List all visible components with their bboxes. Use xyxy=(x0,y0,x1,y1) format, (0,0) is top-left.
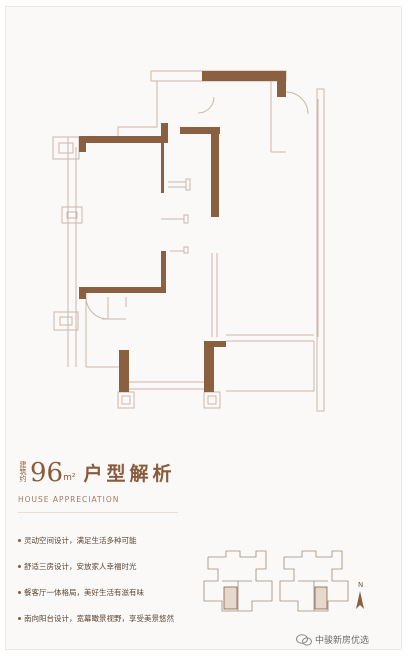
divider xyxy=(18,512,178,513)
key-plan-left xyxy=(203,550,273,612)
key-plan-highlight xyxy=(223,586,238,610)
key-plan-right xyxy=(279,550,349,612)
bullet-icon xyxy=(18,590,21,594)
feature-list: 灵动空间设计，满足生活多种可能 舒适三房设计，安放家人幸福时光 餐客厅一体格局，… xyxy=(18,527,174,631)
svg-text:N: N xyxy=(358,581,363,589)
page-title: 户型解析 xyxy=(83,463,176,485)
wechat-icon xyxy=(296,633,312,646)
watermark: 中骏新房优选 xyxy=(296,633,369,646)
floor-plan xyxy=(52,70,325,412)
feature-item: 餐客厅一体格局，美好生活有滋有味 xyxy=(18,579,174,605)
key-plans: N xyxy=(203,550,364,612)
area-label: 建筑约 xyxy=(19,461,27,482)
watermark-text: 中骏新房优选 xyxy=(315,636,370,646)
area-value: 96 xyxy=(30,458,64,488)
bullet-icon xyxy=(18,538,21,542)
area-heading: 建筑约 96 m² 户型解析 xyxy=(18,459,175,486)
area-unit: m² xyxy=(63,473,76,483)
key-plan-highlight xyxy=(314,586,328,610)
compass-icon: N xyxy=(356,581,364,609)
page-subtitle: HOUSE APPRECIATION xyxy=(18,495,120,504)
bullet-icon xyxy=(18,616,21,620)
feature-item: 南向阳台设计，宽幕瞰景视野，享受美景悠然 xyxy=(18,605,174,631)
brochure-page: 建筑约 96 m² 户型解析 HOUSE APPRECIATION 灵动空间设计… xyxy=(5,6,402,650)
feature-item: 舒适三房设计，安放家人幸福时光 xyxy=(18,553,174,579)
bullet-icon xyxy=(18,564,21,568)
feature-item: 灵动空间设计，满足生活多种可能 xyxy=(18,527,174,553)
